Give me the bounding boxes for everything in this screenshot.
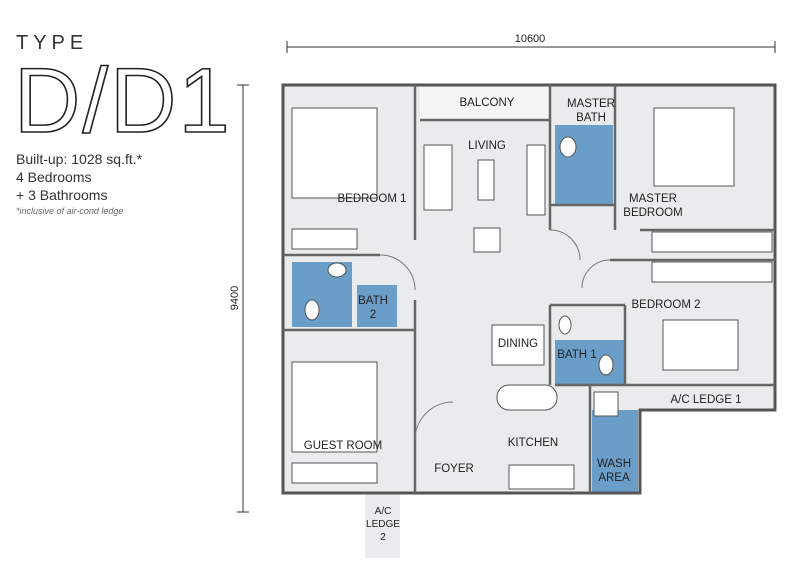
- bed-icon: [291, 361, 378, 453]
- door-swing-icon: [549, 229, 581, 261]
- exterior-wall: [281, 83, 777, 495]
- room-label-master-bedroom-2: BEDROOM: [623, 207, 682, 219]
- unit-type-title: D/D1: [13, 50, 232, 152]
- depth-dimension: 9400: [229, 84, 249, 513]
- tv-console-icon: [526, 144, 546, 216]
- room-label-living: LIVING: [468, 140, 506, 152]
- washing-machine-icon: [593, 391, 619, 417]
- room-label-foyer: FOYER: [434, 463, 474, 475]
- room-label-wash-area: WASH: [597, 458, 631, 470]
- room-label-ac-ledge-2c: 2: [380, 532, 386, 543]
- room-label-bath-1: BATH 1: [557, 349, 596, 361]
- master-bath-area: [555, 125, 613, 205]
- room-label-master-bath: MASTER: [567, 98, 615, 110]
- room-label-kitchen: KITCHEN: [508, 437, 558, 449]
- floor-area: [283, 85, 775, 493]
- wardrobe-icon: [651, 261, 773, 283]
- bed-icon: [662, 319, 739, 371]
- room-label-master-bath-2: BATH: [576, 112, 606, 124]
- door-swing-icon: [414, 401, 454, 441]
- bathroom-count: + 3 Bathrooms: [16, 187, 108, 203]
- door-swing-icon: [581, 259, 611, 289]
- wardrobe-icon: [291, 228, 358, 250]
- built-up-area: Built-up: 1028 sq.ft.*: [16, 151, 143, 167]
- sink-icon: [558, 315, 572, 335]
- type-label: TYPE: [16, 32, 89, 54]
- interior-walls: [283, 85, 775, 493]
- sofa-icon: [423, 144, 453, 211]
- coffee-table-icon: [477, 159, 495, 201]
- room-label-ac-ledge-2: A/C: [375, 506, 392, 517]
- balcony-area: [420, 85, 550, 120]
- bath-2-shower: [357, 285, 397, 327]
- door-swing-icon: [379, 254, 416, 291]
- room-label-balcony: BALCONY: [460, 97, 515, 109]
- width-dimension: 10600: [286, 33, 776, 53]
- room-label-dining: DINING: [498, 338, 538, 350]
- room-label-ac-ledge-2b: LEDGE: [366, 519, 400, 530]
- bedroom-count: 4 Bedrooms: [16, 169, 92, 185]
- toilet-icon: [304, 299, 320, 321]
- bed-icon: [291, 107, 378, 199]
- room-label-wash-area-2: AREA: [598, 472, 630, 484]
- room-label-bath-2-num: 2: [370, 309, 376, 321]
- room-label-bath-2: BATH: [358, 295, 388, 307]
- room-label-bedroom-2: BEDROOM 2: [631, 299, 700, 311]
- bath-1-area: [555, 340, 625, 385]
- kitchen-counter-icon: [508, 464, 575, 490]
- room-label-master-bedroom: MASTER: [629, 193, 677, 205]
- toilet-icon: [559, 136, 577, 158]
- bed-icon: [653, 107, 735, 187]
- room-label-guest-room: GUEST ROOM: [304, 440, 382, 452]
- width-label: 10600: [515, 33, 546, 45]
- ac-ledge-2-area: [365, 493, 400, 558]
- room-label-ac-ledge-1: A/C LEDGE 1: [671, 394, 742, 406]
- wash-area: [592, 410, 638, 493]
- wardrobe-icon: [291, 462, 378, 484]
- furniture: [291, 107, 773, 490]
- unit-info: Built-up: 1028 sq.ft.* 4 Bedrooms + 3 Ba…: [16, 150, 142, 218]
- toilet-icon: [598, 354, 614, 376]
- armchair-icon: [473, 227, 501, 253]
- wardrobe-icon: [651, 231, 773, 253]
- room-label-bedroom-1: BEDROOM 1: [337, 193, 406, 205]
- kitchen-island-icon: [496, 384, 558, 411]
- footnote: *inclusive of air-cond ledge: [16, 206, 124, 216]
- dining-table-icon: [491, 324, 545, 366]
- depth-label: 9400: [229, 286, 241, 310]
- sink-icon: [327, 262, 347, 278]
